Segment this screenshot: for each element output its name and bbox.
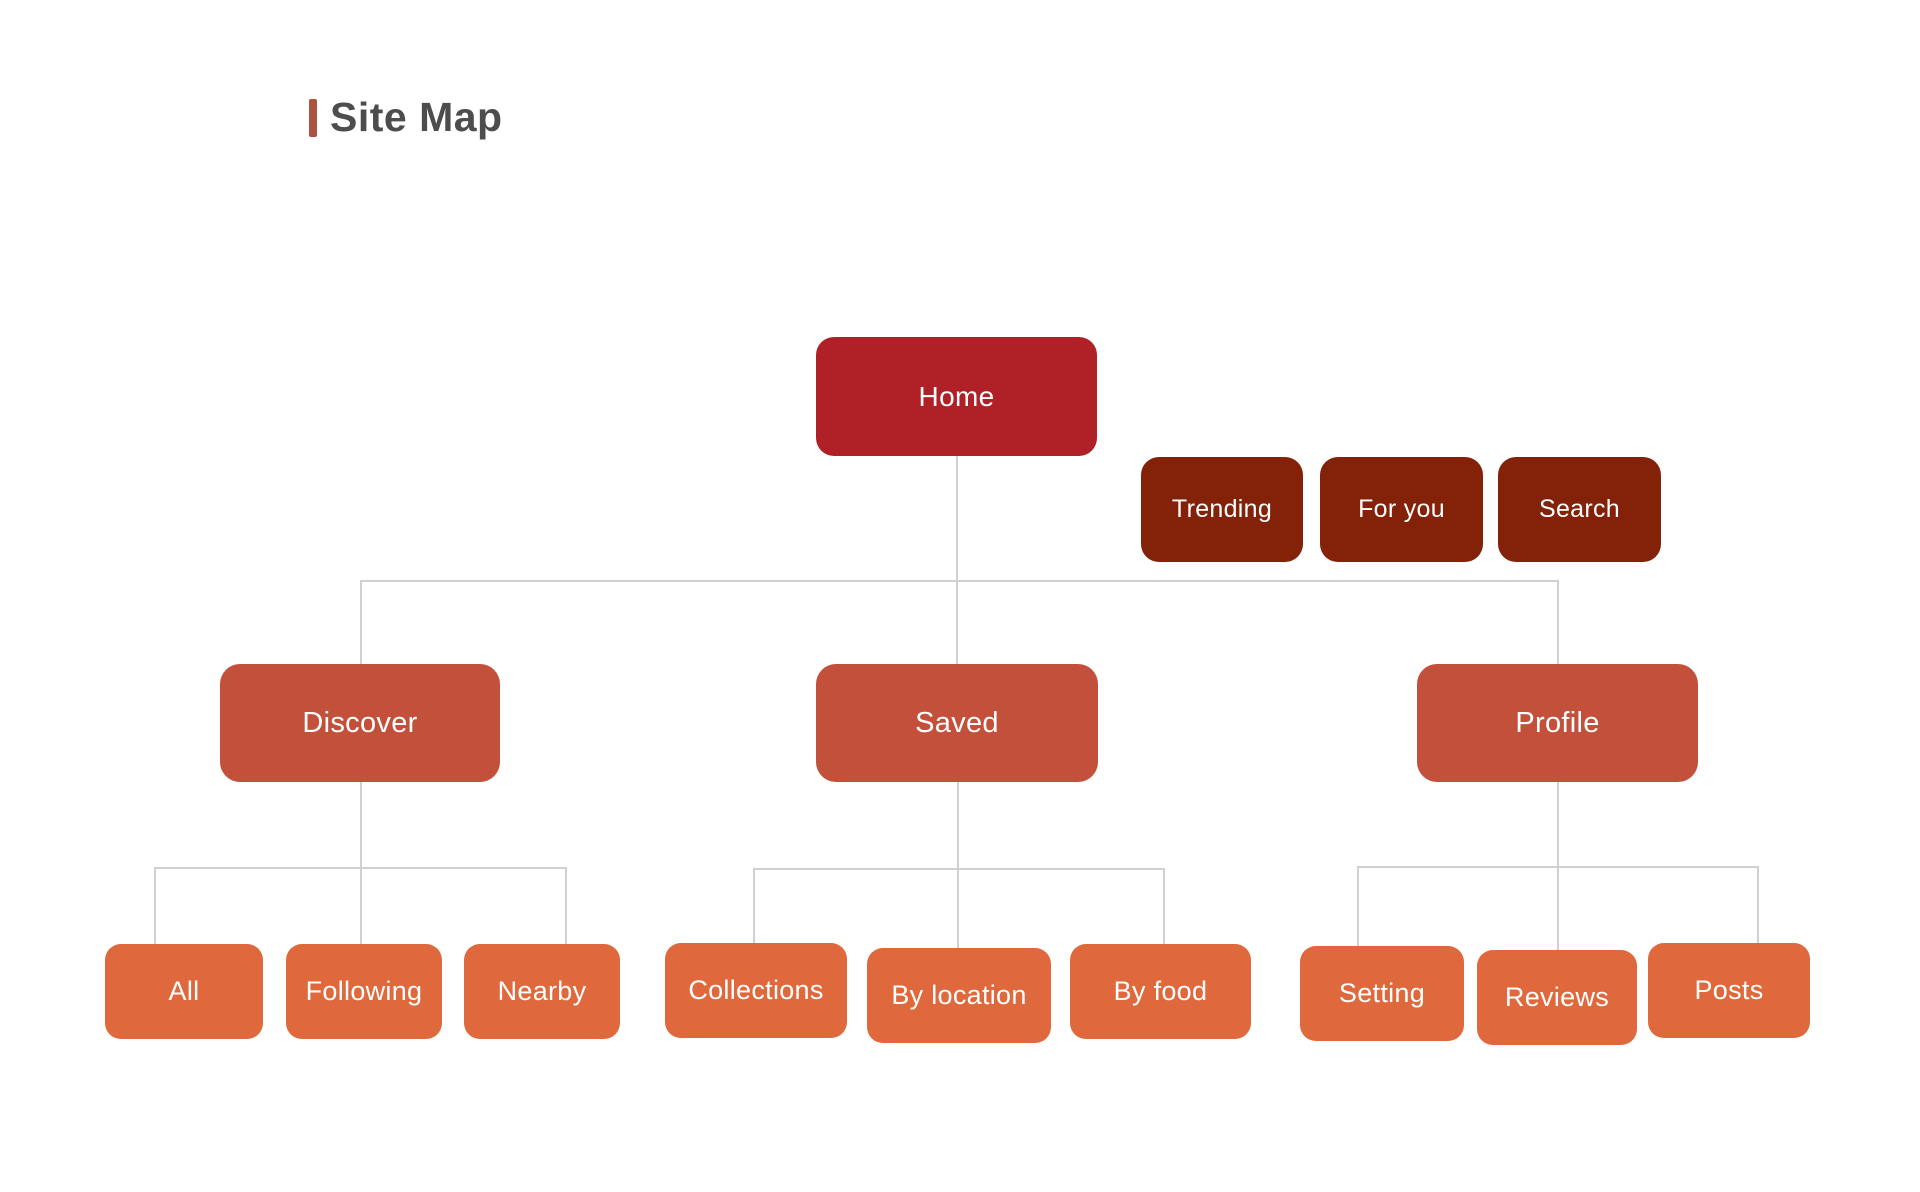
connector-line — [1163, 868, 1165, 944]
connector-line — [1757, 866, 1759, 943]
node-following: Following — [286, 944, 442, 1039]
title-accent-bar — [309, 99, 317, 137]
node-by-food: By food — [1070, 944, 1251, 1039]
connector-line — [360, 867, 362, 944]
connector-line — [565, 867, 567, 944]
connector-line — [1357, 866, 1359, 946]
node-discover: Discover — [220, 664, 500, 782]
node-search: Search — [1498, 457, 1661, 562]
connector-line — [956, 580, 958, 664]
connector-line — [753, 868, 755, 943]
node-posts: Posts — [1648, 943, 1810, 1038]
connector-line — [154, 867, 156, 944]
connector-line — [956, 456, 958, 580]
connector-line — [957, 782, 959, 868]
node-setting: Setting — [1300, 946, 1464, 1041]
connector-line — [1557, 866, 1559, 950]
connector-line — [360, 580, 1559, 582]
node-profile: Profile — [1417, 664, 1698, 782]
page-title: Site Map — [330, 94, 503, 140]
node-nearby: Nearby — [464, 944, 620, 1039]
node-all: All — [105, 944, 263, 1039]
connector-line — [360, 782, 362, 867]
connector-line — [1557, 782, 1559, 866]
node-saved: Saved — [816, 664, 1098, 782]
node-home: Home — [816, 337, 1097, 456]
node-by-location: By location — [867, 948, 1051, 1043]
connector-line — [753, 868, 1165, 870]
node-for-you: For you — [1320, 457, 1483, 562]
node-collections: Collections — [665, 943, 847, 1038]
connector-line — [360, 580, 362, 664]
node-reviews: Reviews — [1477, 950, 1637, 1045]
connector-line — [1557, 580, 1559, 664]
connector-line — [957, 868, 959, 948]
node-trending: Trending — [1141, 457, 1303, 562]
